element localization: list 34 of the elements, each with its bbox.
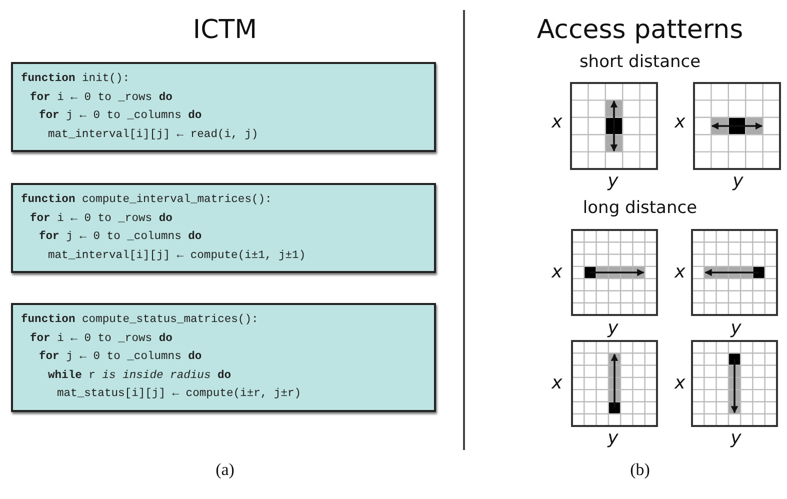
label-text: y	[730, 318, 742, 338]
label-text: y	[732, 170, 744, 192]
label-text: (a)	[216, 460, 234, 480]
code-line: mat_interval[i][j] ← compute(i±1, j±1)	[47, 248, 307, 264]
code-line: for i ← 0 to _rows do	[29, 90, 174, 106]
label-text: (b)	[630, 460, 650, 480]
label-text: x	[674, 262, 686, 282]
label-text: x	[552, 262, 562, 282]
code-line: function compute_interval_matrices():	[21, 192, 273, 208]
label-text: y	[608, 318, 618, 338]
code-line: function init():	[21, 72, 130, 87]
code-line: for j ← 0 to _columns do	[38, 108, 203, 124]
label-text: x	[674, 112, 686, 132]
label-text: x	[552, 112, 562, 132]
label-text: long distance	[582, 198, 698, 218]
label-text: y	[730, 428, 742, 448]
code-line: function compute_status_matrices():	[21, 312, 260, 328]
code-line: for j ← 0 to _columns do	[38, 350, 203, 366]
label-text: x	[674, 372, 686, 394]
label-text: y	[608, 428, 618, 448]
label-text: short distance	[579, 52, 701, 72]
code-line: mat_interval[i][j] ← read(i, j)	[47, 128, 260, 143]
code-line: for i ← 0 to _rows do	[29, 212, 174, 227]
code-line: for i ← 0 to _rows do	[29, 332, 174, 347]
label-text: x	[552, 372, 562, 394]
code-box	[11, 303, 436, 412]
code-box	[11, 62, 436, 152]
code-box	[11, 183, 436, 274]
label-text: Access patterns	[536, 15, 744, 45]
label-text: ICTM	[192, 15, 258, 45]
code-line: while r is inside radius do	[47, 368, 232, 384]
label-text: y	[608, 170, 618, 192]
code-line: for j ← 0 to _columns do	[38, 230, 203, 246]
code-line: mat_status[i][j] ← compute(i±r, j±r)	[56, 386, 302, 402]
